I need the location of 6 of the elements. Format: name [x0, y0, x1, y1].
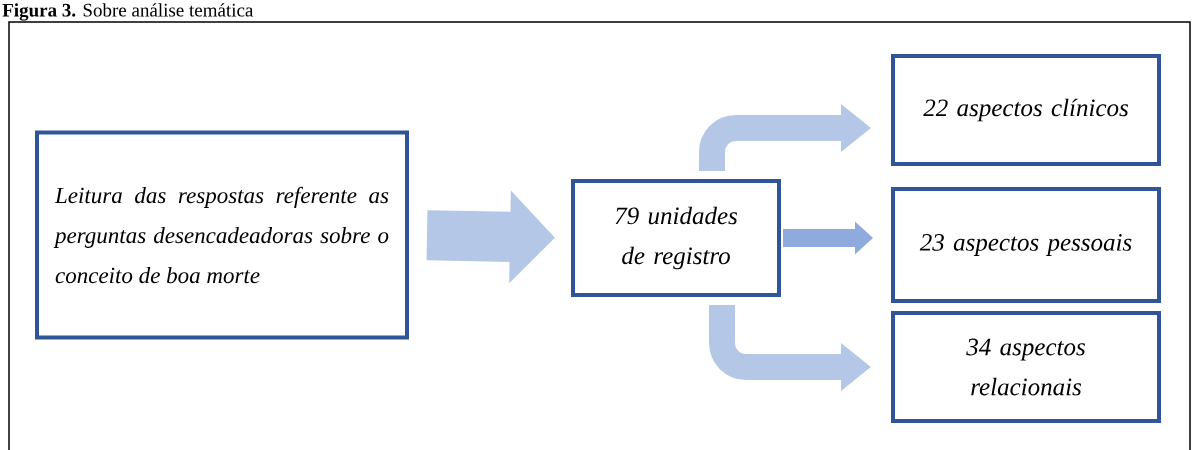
text-box: 79 unidades de registro [571, 179, 781, 297]
text-box: 34 aspectos relacionais [891, 311, 1161, 423]
figure-title: Figura 3. Sobre análise temática [2, 3, 254, 21]
text-box: Leitura das respostas referente as perguntas desencadeadoras sobre o conceito de boa morte [35, 130, 409, 340]
text-box: 23 aspectos pessoais [891, 187, 1161, 303]
text-box: 22 aspectos clínicos [891, 54, 1161, 166]
